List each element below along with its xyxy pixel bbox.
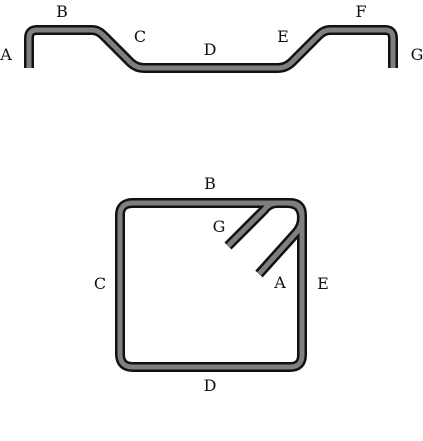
flat-label-g: G (411, 45, 423, 64)
fold-label-d: D (204, 376, 217, 395)
flat-strip: A B C D E F G (0, 2, 423, 73)
flat-label-f: F (355, 2, 366, 21)
flat-label-e: E (277, 27, 289, 46)
flat-label-a: A (0, 45, 12, 64)
flat-label-d: D (204, 40, 217, 59)
fold-label-c: C (94, 274, 106, 293)
fold-label-g: G (213, 217, 226, 236)
fold-label-b: B (204, 174, 216, 193)
folded-strip: B G C A E D (94, 174, 329, 395)
flat-label-c: C (134, 27, 146, 46)
fold-label-e: E (317, 274, 329, 293)
folded-strip-fill (117, 200, 305, 370)
flat-strip-fill (26, 27, 396, 71)
flat-label-b: B (56, 2, 68, 21)
fold-label-a: A (273, 273, 286, 292)
